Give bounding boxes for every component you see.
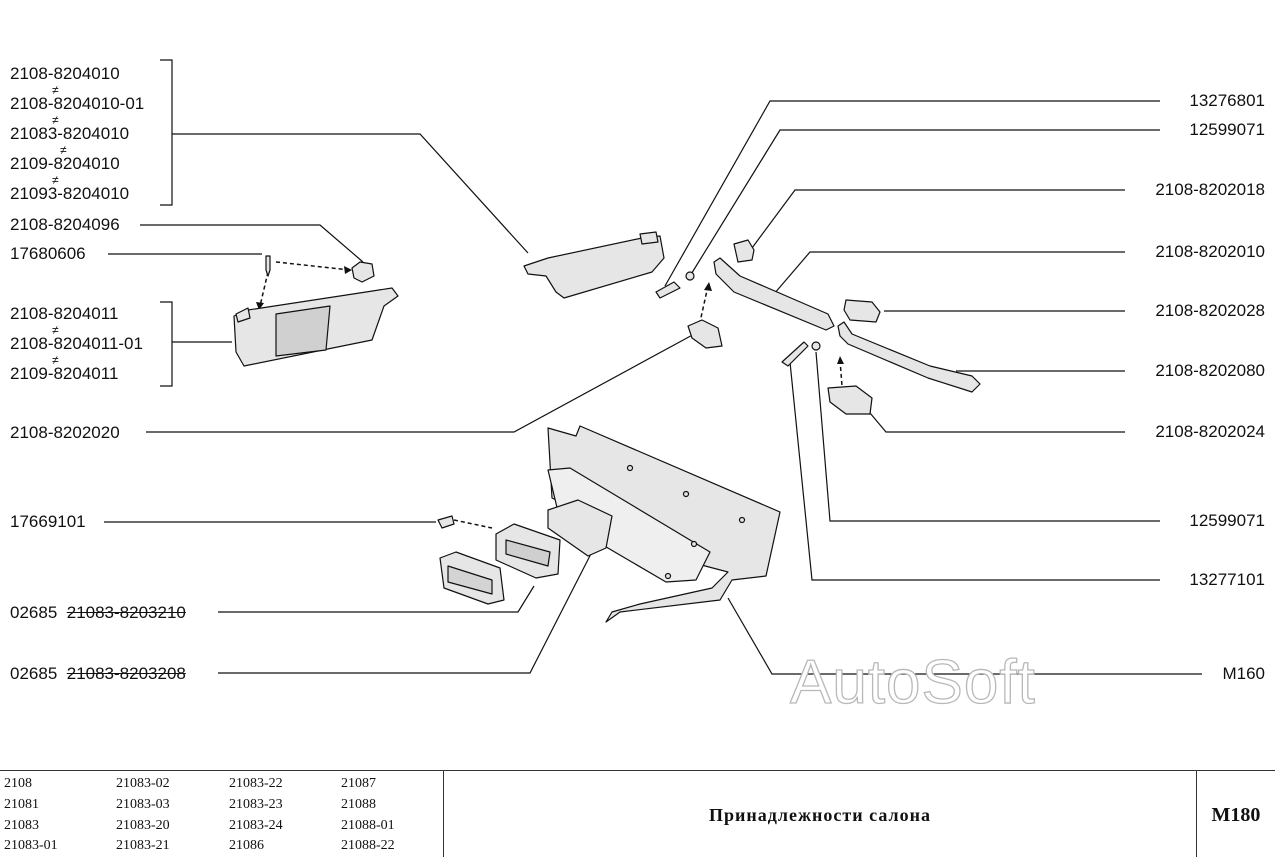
label-bracket-2108-8202024: 2108-8202024 xyxy=(1155,422,1265,441)
model-code: 21083-01 xyxy=(4,838,58,853)
leader-nut-12599071-top xyxy=(689,129,1160,277)
variant-mark-icon: ≠ xyxy=(52,323,59,337)
leader-visor xyxy=(172,133,529,254)
nut-12599071-bottom xyxy=(811,341,821,351)
model-code: 21087 xyxy=(341,776,376,791)
model-code: 21088-01 xyxy=(341,818,395,833)
label-visor-21083: 21083-8204010 xyxy=(10,124,130,143)
label-ashtray-outer-prefix: 02685 xyxy=(10,603,58,622)
visor-holder xyxy=(351,261,375,283)
leader-holder xyxy=(140,224,364,263)
model-code: 21083-21 xyxy=(116,838,170,853)
label-visor-2109: 2109-8204010 xyxy=(10,154,120,173)
model-code: 21083-20 xyxy=(116,818,170,833)
leader-screw-13277101 xyxy=(789,361,1160,581)
ashtray-housing xyxy=(547,499,613,557)
label-visor-21093: 21093-8204010 xyxy=(10,184,130,203)
page-code: M180 xyxy=(1211,804,1261,826)
cover-2108-8202028 xyxy=(843,299,881,323)
bracket-2108-8202020 xyxy=(687,319,723,349)
model-code: 21083 xyxy=(4,818,39,833)
label-ashtray-outer-number: 21083-8203210 xyxy=(66,603,186,622)
visor-right-group-bracket xyxy=(160,301,173,387)
label-screw-13276801: 13276801 xyxy=(1189,91,1265,110)
label-nut-12599071-bottom: 12599071 xyxy=(1189,511,1265,530)
model-code: 21081 xyxy=(4,797,39,812)
variant-mark-icon: ≠ xyxy=(52,83,59,97)
label-handle-2108-8202080: 2108-8202080 xyxy=(1155,361,1265,380)
clip-2108-8202018 xyxy=(733,239,755,263)
label-ashtray-outer: 02685 21083-8203210 xyxy=(10,603,186,623)
label-visor-right-2109: 2109-8204011 xyxy=(10,364,119,383)
watermark: AutoSoft xyxy=(789,647,1036,717)
leader-ashtray-outer xyxy=(218,585,535,613)
screw-13276801 xyxy=(655,281,681,299)
label-ashtray-inner-prefix: 02685 xyxy=(10,664,58,683)
leader-nut-12599071-bottom xyxy=(815,351,1160,522)
label-screw-17669101: 17669101 xyxy=(10,512,86,531)
parts-diagram: 2108-8204010 2108-8204010-01 21083-82040… xyxy=(10,59,1265,718)
leader-clip-2108-8202018 xyxy=(751,189,1125,249)
model-code: 21083-24 xyxy=(229,818,283,833)
label-screw-13277101: 13277101 xyxy=(1189,570,1265,589)
diagram-drawing xyxy=(104,59,1202,675)
model-code: 21088-22 xyxy=(341,838,395,853)
screw-13277101 xyxy=(781,341,809,367)
visor-group-bracket xyxy=(160,59,173,206)
model-code: 21088 xyxy=(341,797,376,812)
footer-divider xyxy=(1196,771,1197,857)
model-code: 21083-22 xyxy=(229,776,283,791)
label-screw-17680606: 17680606 xyxy=(10,244,86,263)
screw-17669101 xyxy=(437,515,455,529)
leader-screw-13276801 xyxy=(664,100,1160,287)
section-title: Принадлежности салона xyxy=(709,805,931,825)
footer-divider xyxy=(443,771,444,857)
model-code: 21083-23 xyxy=(229,797,283,812)
label-nut-12599071-top: 12599071 xyxy=(1189,120,1265,139)
label-visor-right-2108: 2108-8204011 xyxy=(10,304,119,323)
label-bracket-2108-8202020: 2108-8202020 xyxy=(10,423,120,442)
sun-visor-top xyxy=(523,235,665,299)
label-handle-2108-8202010: 2108-8202010 xyxy=(1155,242,1265,261)
bracket-2108-8202024 xyxy=(827,385,873,415)
leader-handle-2108-8202010 xyxy=(773,251,1125,295)
screw-17680606 xyxy=(265,255,271,277)
leader-bracket-2108-8202020 xyxy=(146,331,699,433)
model-code: 21083-02 xyxy=(116,776,170,791)
label-ashtray-inner: 02685 21083-8203208 xyxy=(10,664,186,684)
variant-mark-icon: ≠ xyxy=(60,143,67,157)
label-cover-2108-8202028: 2108-8202028 xyxy=(1155,301,1265,320)
model-code: 21083-03 xyxy=(116,797,170,812)
variant-mark-icon: ≠ xyxy=(52,113,59,127)
footer-title-block: 2108 21081 21083 21083-01 21083-02 21083-03 21… xyxy=(0,770,1275,857)
label-holder: 2108-8204096 xyxy=(10,215,120,234)
leader-ashtray-inner xyxy=(218,543,597,674)
label-visor-2108: 2108-8204010 xyxy=(10,64,120,83)
nut-12599071-top xyxy=(685,271,695,281)
label-ashtray-inner-number: 21083-8203208 xyxy=(66,664,186,683)
leader-m160 xyxy=(727,597,1202,675)
model-code: 2108 xyxy=(4,776,32,791)
variant-mark-icon: ≠ xyxy=(52,353,59,367)
grab-handle-2108-8202010 xyxy=(713,257,835,331)
leader-bracket-2108-8202024 xyxy=(869,412,1125,433)
label-visor-2108-01: 2108-8204010-01 xyxy=(10,94,145,113)
label-clip-2108-8202018: 2108-8202018 xyxy=(1155,180,1265,199)
label-ref-m160: M160 xyxy=(1222,664,1265,683)
label-visor-right-2108-01: 2108-8204011-01 xyxy=(10,334,143,353)
grab-handle-2108-8202080 xyxy=(837,321,981,393)
variant-mark-icon: ≠ xyxy=(52,173,59,187)
model-code: 21086 xyxy=(229,838,264,853)
